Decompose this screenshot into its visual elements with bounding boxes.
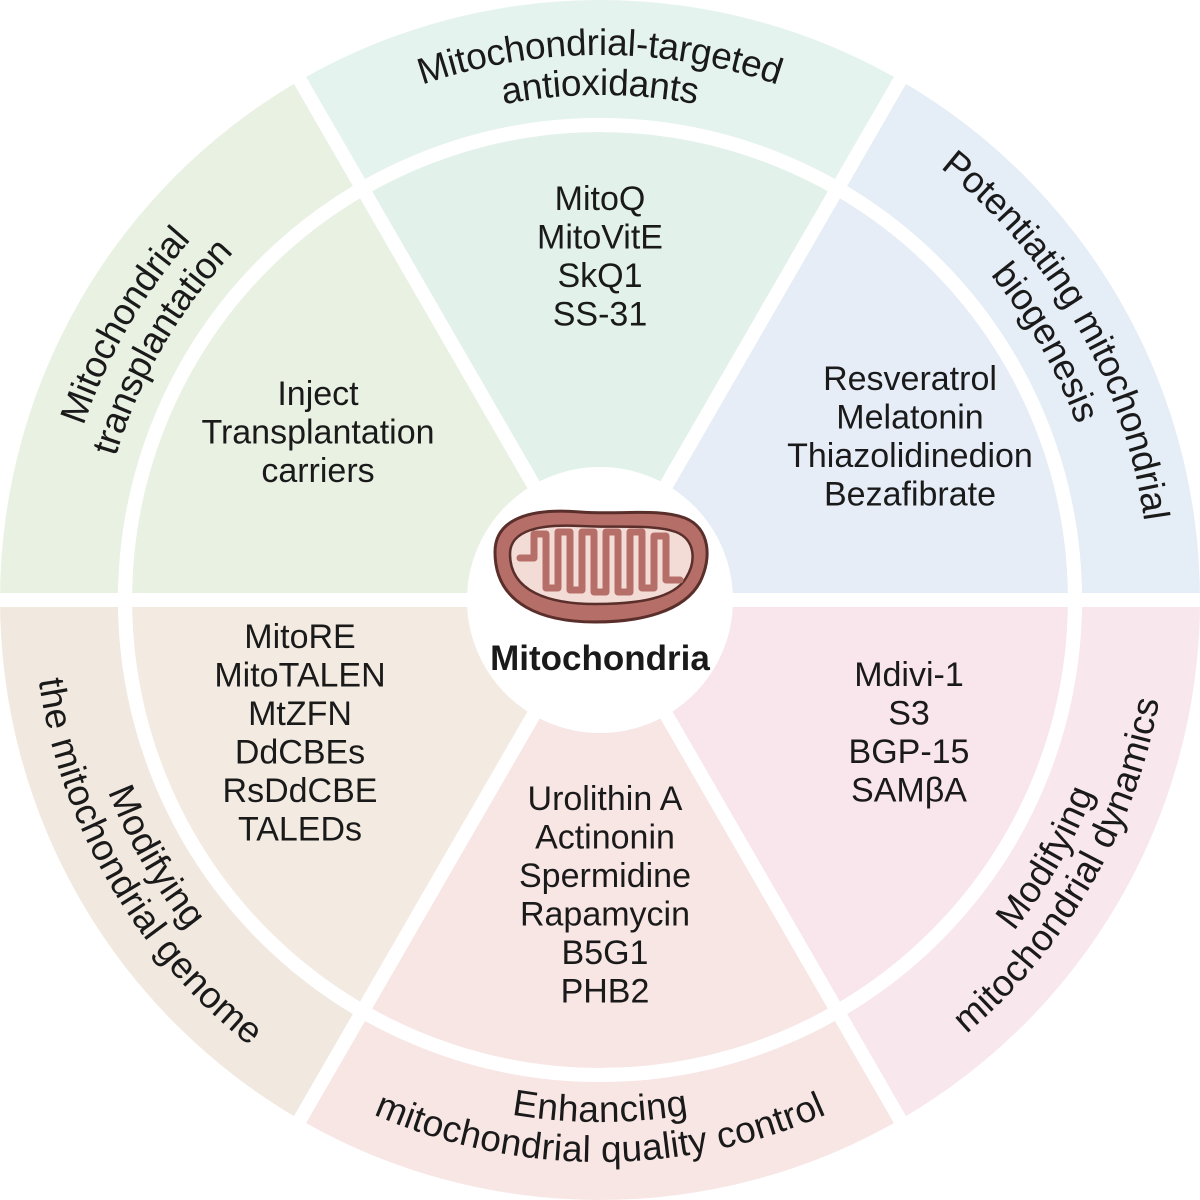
sector-item: S3 bbox=[888, 695, 930, 733]
sector-outer-genome bbox=[0, 600, 359, 1120]
sector-outer-biogenesis bbox=[841, 80, 1200, 600]
sector-inner-quality-control bbox=[366, 708, 834, 1068]
sector-item: Bezafibrate bbox=[824, 476, 996, 514]
sector-item: Transplantation bbox=[201, 414, 434, 452]
sector-inner-dynamics bbox=[662, 600, 1068, 1006]
sector-outer-dynamics bbox=[841, 600, 1200, 1120]
sector-outer-quality-control bbox=[300, 1017, 900, 1200]
center-label: Mitochondria bbox=[490, 639, 710, 678]
sector-item: Spermidine bbox=[519, 857, 691, 895]
sector-divider bbox=[651, 696, 912, 1132]
sector-inner-antioxidants bbox=[366, 132, 834, 492]
sector-item: Actinonin bbox=[535, 819, 675, 857]
sector-item: SS-31 bbox=[553, 296, 648, 334]
sector-divider bbox=[288, 696, 549, 1132]
sector-inner-genome bbox=[132, 600, 538, 1006]
center-hub: Mitochondria bbox=[467, 467, 733, 733]
sector-outer-antioxidants bbox=[300, 0, 900, 183]
sector-item: SAMβA bbox=[851, 772, 967, 810]
sector-item: Mdivi-1 bbox=[854, 656, 964, 694]
sector-item: TALEDs bbox=[238, 811, 362, 849]
sector-item: Urolithin A bbox=[528, 780, 683, 818]
sector-item: Thiazolidinedion bbox=[787, 437, 1033, 475]
sector-item: PHB2 bbox=[561, 973, 650, 1011]
sector-item: MitoRE bbox=[244, 618, 355, 656]
sector-item: SkQ1 bbox=[557, 257, 642, 295]
sector-item: Resveratrol bbox=[823, 360, 997, 398]
sector-item: MitoTALEN bbox=[214, 657, 385, 695]
sector-item: BGP-15 bbox=[849, 733, 970, 771]
sector-item: Melatonin bbox=[836, 399, 983, 437]
sector-divider bbox=[651, 68, 912, 504]
sector-item: B5G1 bbox=[562, 934, 649, 972]
sector-item: MitoQ bbox=[555, 180, 646, 218]
sector-item: carriers bbox=[261, 452, 374, 490]
sector-outer-transplantation bbox=[0, 80, 359, 600]
sector-divider bbox=[288, 68, 549, 504]
sector-item: MitoVitE bbox=[537, 219, 663, 257]
sector-inner-transplantation bbox=[132, 194, 538, 600]
ring-divider bbox=[118, 118, 1082, 1082]
mitochondrion-icon bbox=[493, 509, 709, 624]
sector-inner-biogenesis bbox=[662, 194, 1068, 600]
sector-item: Rapamycin bbox=[520, 896, 690, 934]
sector-title-line: Enhancing bbox=[510, 1082, 689, 1130]
sector-item: MtZFN bbox=[248, 695, 352, 733]
sector-item: Inject bbox=[277, 375, 359, 413]
sector-item: DdCBEs bbox=[235, 734, 365, 772]
sector-item: RsDdCBE bbox=[223, 772, 378, 810]
